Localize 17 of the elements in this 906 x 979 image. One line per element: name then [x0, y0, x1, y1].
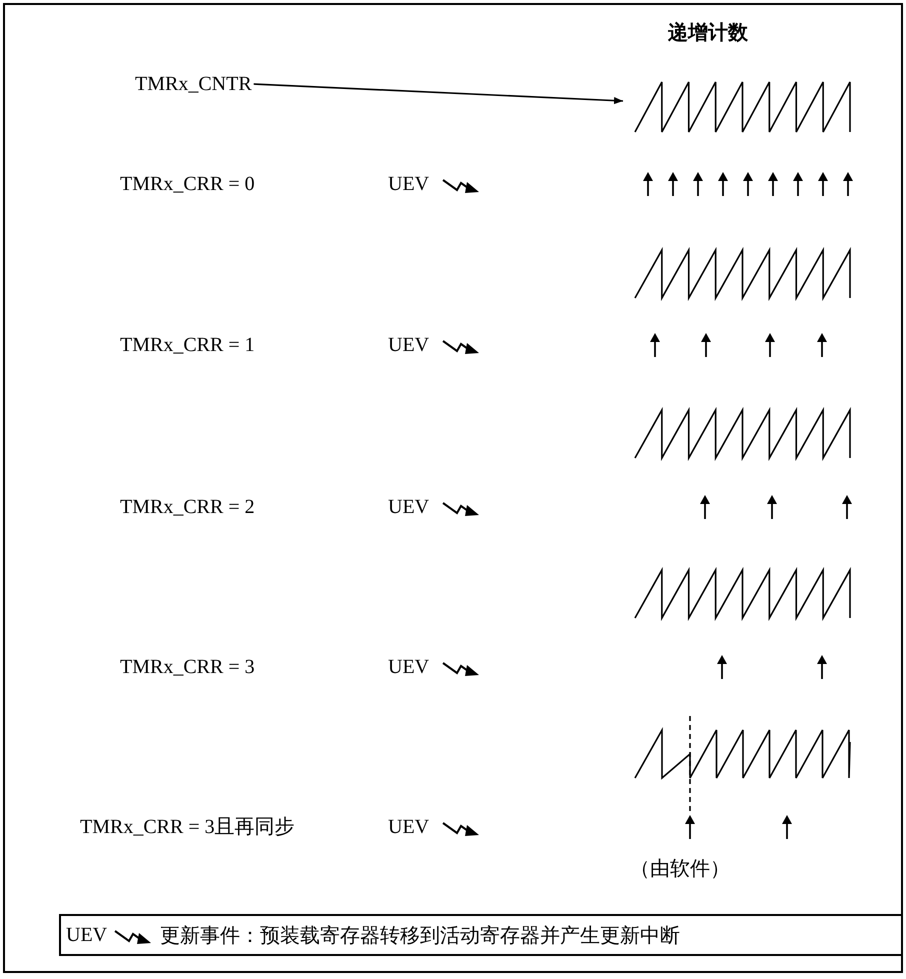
event-label: UEV	[388, 815, 430, 839]
event-label: UEV	[388, 495, 430, 519]
note-label: （由软件）	[630, 856, 730, 880]
event-label: UEV	[388, 655, 430, 679]
heading-label: 递增计数	[668, 20, 748, 44]
register-setting-label: TMRx_CRR = 2	[120, 495, 255, 519]
register-setting-label: TMRx_CRR = 3	[120, 655, 255, 679]
event-label: UEV	[66, 923, 108, 947]
sawtooth-waveform	[634, 81, 851, 133]
event-label: UEV	[388, 172, 430, 196]
register-setting-label: TMRx_CRR = 1	[120, 333, 255, 357]
leader-line	[254, 83, 624, 104]
event-label: UEV	[388, 333, 430, 357]
register-setting-label: TMRx_CRR = 3且再同步	[80, 815, 295, 839]
register-label: TMRx_CNTR	[135, 72, 252, 96]
legend-text: 更新事件：预装载寄存器转移到活动寄存器并产生更新中断	[160, 923, 680, 947]
register-setting-label: TMRx_CRR = 0	[120, 172, 255, 196]
